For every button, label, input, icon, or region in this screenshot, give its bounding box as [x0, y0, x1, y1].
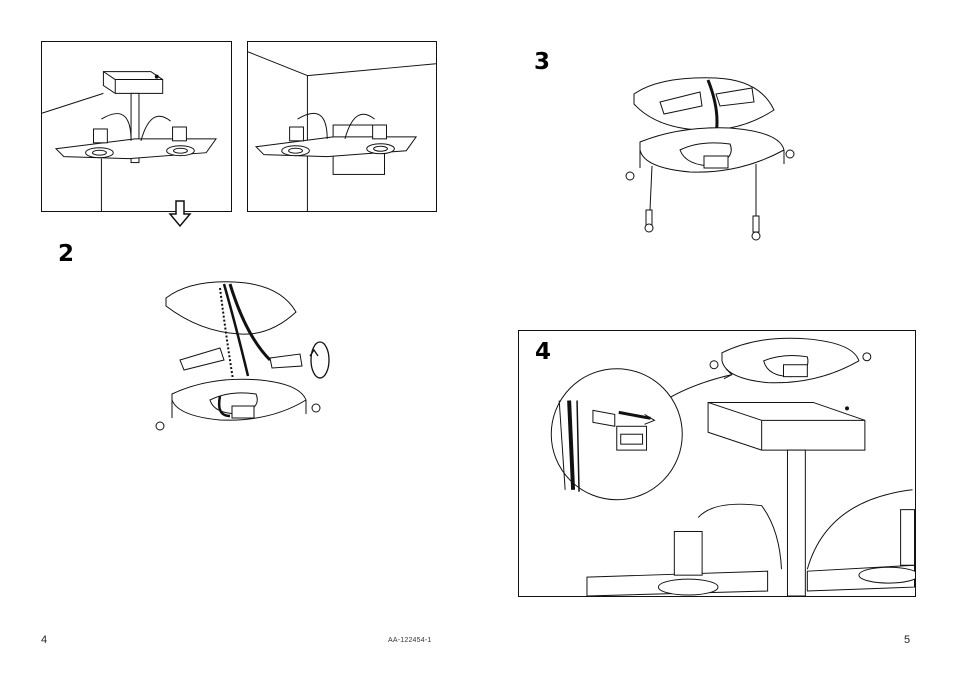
step-3-mounting-drawing	[620, 70, 800, 248]
document-code: AA-122454-1	[388, 637, 431, 644]
lamp-detached-drawing	[248, 42, 436, 211]
page-number-right: 5	[904, 634, 910, 646]
step-number-2: 2	[58, 243, 74, 266]
step-2-wiring-drawing	[150, 276, 340, 446]
hollow-down-arrow-icon	[168, 200, 192, 228]
step-number-4: 4	[535, 341, 551, 364]
step-4-panel: 4	[518, 330, 916, 597]
rotate-arrow-icon	[310, 342, 329, 378]
illustration-panel-lamp-detached	[247, 41, 437, 212]
lamp-mounted-drawing	[42, 42, 231, 211]
step-number-3: 3	[534, 51, 550, 74]
page-number-left: 4	[41, 634, 47, 646]
illustration-panel-lamp-mounted	[41, 41, 232, 212]
step-4-assembly-drawing	[519, 331, 915, 596]
